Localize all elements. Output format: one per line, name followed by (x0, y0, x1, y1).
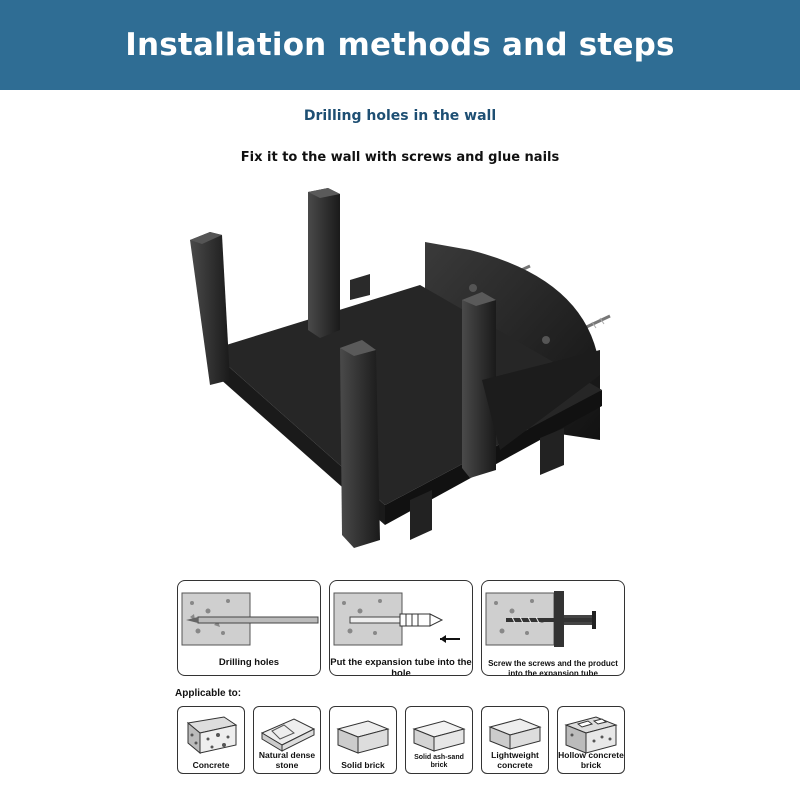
material-label: Solid brick (341, 759, 385, 770)
material-label: Lightweight concrete (491, 750, 539, 770)
concrete-block-icon (186, 716, 238, 755)
expansion-tube-icon (333, 592, 460, 646)
material-solid-brick: Solid brick (329, 706, 397, 774)
step-label: Drilling holes (218, 657, 280, 668)
wall-mount-holder-image (190, 188, 611, 548)
material-natural-stone: Natural dense stone (253, 706, 321, 774)
header-banner: Installation methods and steps (0, 0, 800, 90)
drill-icon (181, 592, 319, 646)
ash-brick-icon (412, 720, 466, 752)
step-drilling-holes: Drilling holes (177, 580, 321, 676)
material-label: Solid ash-sand brick (414, 754, 464, 769)
step-expansion-tube: Put the expansion tube into the hole (329, 580, 473, 676)
material-label: Concrete (192, 759, 230, 770)
material-concrete: Concrete (177, 706, 245, 774)
material-label: Natural dense stone (258, 750, 316, 770)
applicable-heading: Applicable to: (175, 688, 242, 699)
step-label: Screw the screws and the product into th… (488, 659, 618, 676)
step-label: Put the expansion tube into the hole (330, 657, 472, 676)
section-subtitle: Drilling holes in the wall (303, 108, 497, 124)
stone-slab-icon (260, 718, 316, 752)
brick-icon (336, 720, 390, 754)
page-title: Installation methods and steps (125, 27, 675, 63)
material-hollow-brick: Hollow concrete brick (557, 706, 625, 774)
aerated-block-icon (488, 718, 542, 750)
section-caption: Fix it to the wall with screws and glue … (240, 150, 560, 165)
hollow-block-icon (564, 716, 618, 754)
material-ash-sand-brick: Solid ash-sand brick (405, 706, 473, 774)
material-lightweight-concrete: Lightweight concrete (481, 706, 549, 774)
material-label: Hollow concrete brick (558, 750, 624, 770)
screw-icon (485, 591, 596, 647)
step-screw-product: Screw the screws and the product into th… (481, 580, 625, 676)
